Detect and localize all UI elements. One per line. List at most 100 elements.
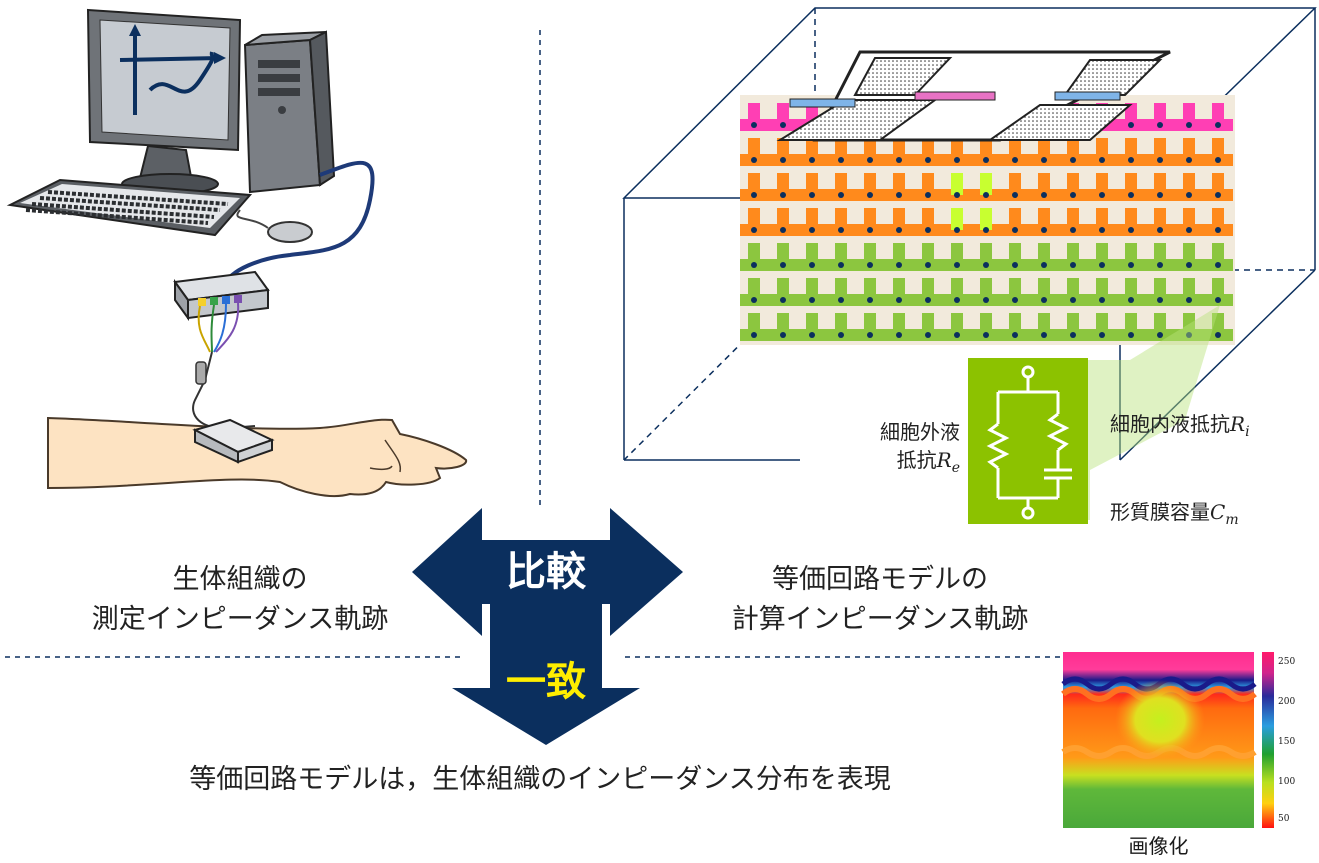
grid-element bbox=[1096, 313, 1108, 335]
grid-element bbox=[806, 173, 818, 195]
grid-element bbox=[1125, 173, 1137, 195]
grid-node bbox=[1070, 157, 1076, 163]
grid-element bbox=[893, 208, 905, 230]
cm-symbol: C bbox=[1210, 500, 1226, 524]
grid-node bbox=[954, 332, 960, 338]
grid-element bbox=[1212, 208, 1224, 230]
grid-node bbox=[1215, 122, 1221, 128]
grid-node bbox=[1012, 157, 1018, 163]
grid-element bbox=[922, 278, 934, 300]
grid-node bbox=[1012, 227, 1018, 233]
membrane-label: 形質膜容量Cm bbox=[1110, 498, 1319, 534]
grid-element bbox=[1212, 243, 1224, 265]
grid-element bbox=[1038, 173, 1050, 195]
measurement-device-icon bbox=[173, 270, 270, 322]
grid-node bbox=[1186, 192, 1192, 198]
grid-element bbox=[864, 243, 876, 265]
grid-element bbox=[893, 278, 905, 300]
grid-node bbox=[1157, 192, 1163, 198]
grid-element bbox=[922, 313, 934, 335]
grid-node bbox=[1041, 157, 1047, 163]
grid-node bbox=[838, 332, 844, 338]
grid-node bbox=[1041, 227, 1047, 233]
grid-node bbox=[1186, 122, 1192, 128]
grid-element bbox=[1212, 138, 1224, 160]
grid-element bbox=[1038, 138, 1050, 160]
grid-element bbox=[1125, 243, 1137, 265]
grid-node bbox=[896, 192, 902, 198]
grid-element bbox=[748, 138, 760, 160]
grid-node bbox=[1186, 262, 1192, 268]
grid-node bbox=[896, 332, 902, 338]
left-caption: 生体組織の 測定インピーダンス軌跡 bbox=[60, 560, 420, 640]
grid-element bbox=[748, 278, 760, 300]
grid-node bbox=[838, 297, 844, 303]
grid-element bbox=[1067, 173, 1079, 195]
grid-node bbox=[896, 262, 902, 268]
grid-element bbox=[1183, 103, 1195, 125]
grid-node bbox=[896, 227, 902, 233]
grid-node bbox=[1186, 297, 1192, 303]
grid-node bbox=[838, 157, 844, 163]
grid-element bbox=[835, 173, 847, 195]
grid-node bbox=[1157, 297, 1163, 303]
grid-element bbox=[980, 138, 992, 160]
grid-node bbox=[896, 157, 902, 163]
grid-element bbox=[951, 173, 963, 195]
grid-element bbox=[893, 313, 905, 335]
grid-element bbox=[1067, 208, 1079, 230]
grid-node bbox=[1099, 332, 1105, 338]
grid-element bbox=[980, 173, 992, 195]
grid-node bbox=[1128, 192, 1134, 198]
grid-element bbox=[922, 173, 934, 195]
grid-node bbox=[838, 192, 844, 198]
grid-element bbox=[1125, 138, 1137, 160]
grid-node bbox=[1012, 332, 1018, 338]
grid-element bbox=[806, 243, 818, 265]
grid-element bbox=[980, 243, 992, 265]
colorbar-labels: 250 200 150 100 50 bbox=[1278, 652, 1318, 828]
compare-arrow bbox=[412, 508, 683, 636]
grid-node bbox=[838, 262, 844, 268]
grid-node bbox=[1186, 227, 1192, 233]
right-caption-line2: 計算インピーダンス軌跡 bbox=[731, 604, 1029, 635]
grid-node bbox=[1070, 332, 1076, 338]
grid-element bbox=[1009, 138, 1021, 160]
grid-element bbox=[806, 278, 818, 300]
grid-element bbox=[1154, 138, 1166, 160]
keyboard-icon bbox=[6, 178, 253, 237]
grid-element bbox=[1183, 208, 1195, 230]
grid-node bbox=[867, 227, 873, 233]
grid-element bbox=[1212, 278, 1224, 300]
grid-element bbox=[864, 208, 876, 230]
grid-element bbox=[748, 313, 760, 335]
grid-node bbox=[1157, 332, 1163, 338]
grid-element bbox=[777, 208, 789, 230]
colorbar-tick: 100 bbox=[1278, 777, 1296, 787]
grid-node bbox=[1012, 262, 1018, 268]
grid-element bbox=[1096, 278, 1108, 300]
grid-element bbox=[1183, 138, 1195, 160]
grid-node bbox=[1128, 262, 1134, 268]
extracellular-label-text: 抵抗 bbox=[896, 448, 937, 472]
grid-element bbox=[864, 313, 876, 335]
grid-element bbox=[1183, 313, 1195, 335]
grid-element bbox=[1009, 173, 1021, 195]
grid-node bbox=[1099, 227, 1105, 233]
intracellular-label-text: 細胞内液抵抗 bbox=[1110, 412, 1230, 436]
ri-subscript: i bbox=[1245, 424, 1250, 440]
grid-node bbox=[751, 122, 757, 128]
grid-element bbox=[1009, 313, 1021, 335]
grid-node bbox=[954, 227, 960, 233]
circuit-box bbox=[968, 358, 1088, 524]
grid-element bbox=[835, 313, 847, 335]
grid-node bbox=[809, 227, 815, 233]
grid-node bbox=[925, 227, 931, 233]
grid-node bbox=[1070, 227, 1076, 233]
grid-element bbox=[1154, 278, 1166, 300]
grid-node bbox=[1186, 157, 1192, 163]
grid-element bbox=[1096, 208, 1108, 230]
